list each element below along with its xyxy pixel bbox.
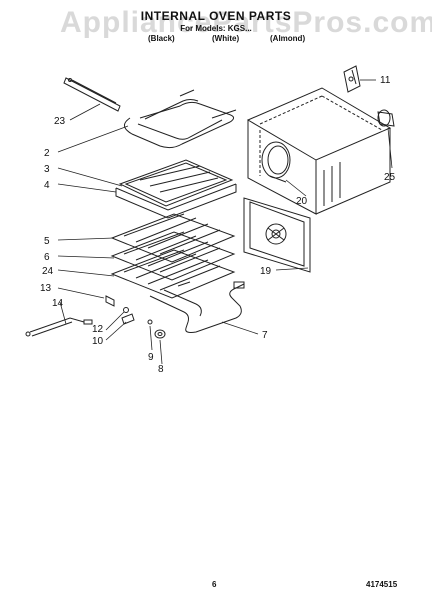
color-white: (White) — [212, 34, 240, 43]
callout-5: 5 — [44, 236, 50, 247]
part-20-fan-ring — [261, 141, 291, 183]
callout-25: 25 — [384, 172, 396, 183]
model-numbers: For Models: KGS... — [180, 24, 252, 33]
part-19-fan-cover — [243, 197, 311, 273]
part-11-bracket — [343, 65, 361, 93]
callout-12: 12 — [92, 324, 104, 335]
part-24-oven-rack — [110, 249, 236, 299]
color-black: (Black) — [148, 34, 175, 43]
callout-14: 14 — [52, 298, 64, 309]
callout-11: 11 — [380, 75, 391, 86]
callout-8: 8 — [158, 364, 164, 375]
part-5-oven-rack — [110, 213, 236, 263]
part-4-broiler-pan — [115, 183, 237, 219]
callout-7: 7 — [262, 330, 268, 341]
page-number: 6 — [212, 580, 217, 589]
part-3-broiler-pan-grid — [118, 159, 234, 207]
part-13-bracket — [105, 295, 115, 307]
part-23-bracket — [63, 77, 121, 112]
part-7-bake-element — [149, 281, 245, 333]
callout-10: 10 — [92, 336, 104, 347]
callout-3: 3 — [44, 164, 50, 175]
callout-13: 13 — [40, 283, 52, 294]
callout-24: 24 — [42, 266, 54, 277]
callout-4: 4 — [44, 180, 50, 191]
diagram-title: INTERNAL OVEN PARTS — [140, 9, 292, 23]
callout-9: 9 — [148, 352, 154, 363]
oven-cavity — [246, 87, 392, 215]
color-almond: (Almond) — [270, 34, 306, 43]
callout-19: 19 — [260, 266, 272, 277]
watermark: AppliancePartsPros.com — [60, 6, 432, 39]
leader-lines — [57, 79, 393, 365]
part-10-clip — [121, 313, 135, 325]
part-number: 4174515 — [366, 580, 398, 589]
part-25-fan-motor — [377, 109, 395, 127]
part-8-knob — [154, 329, 166, 339]
callout-6: 6 — [44, 252, 50, 263]
callout-20: 20 — [296, 196, 308, 207]
part-2-broil-element — [124, 89, 237, 149]
callout-labels: 23 2 3 4 5 6 24 13 14 12 10 9 8 7 11 25 … — [40, 75, 396, 375]
part-12-screw — [123, 307, 129, 313]
callout-2: 2 — [44, 148, 50, 159]
callout-23: 23 — [54, 116, 66, 127]
part-6-oven-rack — [110, 231, 236, 281]
part-14-sensor — [25, 317, 93, 337]
part-9-screw — [147, 319, 153, 325]
